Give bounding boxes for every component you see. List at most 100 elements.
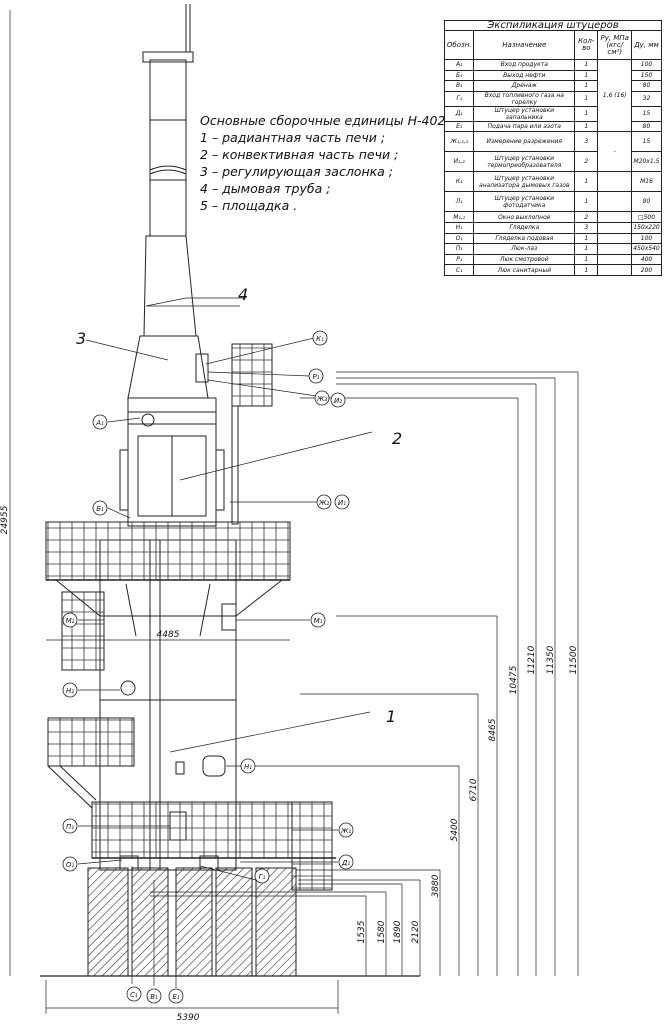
cell-name: Люк санитарный [473, 264, 576, 276]
leader-lines [78, 298, 372, 988]
cell-name: Подача пара или азота [473, 120, 576, 133]
dim-height: 11500 [569, 645, 579, 674]
main-platform [46, 522, 290, 670]
cell-name: Штуцер установки запальника [473, 105, 576, 122]
cell-qty: 1 [574, 69, 599, 82]
dim-height: 11350 [546, 645, 556, 674]
callout-c1: С₁ [130, 991, 138, 999]
dim-height: 6710 [469, 778, 479, 801]
cell-qty: 1 [574, 264, 599, 276]
legend-item: 1 – радиантная часть печи ; [200, 130, 386, 145]
cell-du: 15 [631, 131, 662, 153]
dim-total-height: 24955 [0, 505, 10, 534]
cell-pressure [597, 253, 632, 266]
dim-height: 3880 [431, 874, 441, 897]
dim-height: 8465 [488, 718, 498, 741]
cell-code: С₁ [443, 264, 475, 276]
cell-pressure [597, 243, 632, 255]
cell-du: 150 [631, 69, 662, 82]
cell-pressure [597, 171, 632, 193]
cell-du: 100 [631, 59, 662, 71]
callout-o1: О₁ [66, 861, 75, 869]
assembly-legend: Основные сборочные единицы Н-402 1 – рад… [200, 112, 445, 214]
cell-du: □500 [631, 211, 662, 223]
cell-du: М16 [631, 171, 662, 193]
callout-zh1: Ж₁ [340, 827, 352, 835]
cell-pressure [597, 211, 632, 223]
cell-qty: 1 [574, 90, 599, 107]
dim-height: 5400 [450, 818, 460, 841]
cell-du: М20х1,5 [631, 151, 662, 173]
part-label-3: 3 [76, 329, 86, 348]
header-code: Обозн. [443, 30, 475, 60]
cell-qty: 1 [574, 191, 599, 213]
callout-i1: И₁ [338, 499, 346, 507]
cell-name: Штуцер установки термопреобразователя [473, 151, 576, 173]
cell-pressure [597, 191, 632, 213]
header-du: Ду, мм [631, 30, 662, 60]
callout-m2: М₂ [66, 617, 75, 625]
callout-v1: В₁ [150, 993, 158, 1001]
cell-code: Л₁ [443, 191, 475, 213]
nozzle-callouts: К₁ Р₁ Ж₃ И₂ А₁ Б₁ Ж₂ И₁ М₂ М₁ Н₂ Н₁ П₁ Ж… [63, 331, 353, 1003]
part-label-2: 2 [392, 429, 402, 448]
cell-code: И₁,₂ [443, 151, 475, 173]
cell-code: Б₁ [443, 69, 475, 82]
dimension-texts: 24955 11500 11350 11210 10475 8465 6710 … [0, 505, 579, 1023]
dim-height: 10475 [509, 665, 519, 694]
legend-item: 3 – регулирующая заслонка ; [200, 164, 394, 179]
cell-code: В₁ [443, 80, 475, 92]
cell-qty: 2 [574, 211, 599, 223]
cell-code: Д₁ [443, 105, 475, 122]
cell-code: О₁ [443, 232, 475, 245]
cell-name: Гляделка подовая [473, 232, 576, 245]
header-qty: Кол-во [574, 30, 599, 60]
cell-name: Измерение разрежения [473, 131, 576, 153]
dim-height: 1580 [377, 920, 387, 943]
callout-b1: Б₁ [96, 505, 104, 513]
cell-name: Выход нефти [473, 69, 576, 82]
cell-name: Вход продукта [473, 59, 576, 71]
cell-name: Вход топливного газа на горелку [473, 90, 576, 107]
dim-height: 11210 [527, 645, 537, 674]
cell-du: 150х220 [631, 221, 662, 234]
callout-m1: М₁ [314, 617, 323, 625]
cell-name: Дренаж [473, 80, 576, 92]
callout-a1: А₁ [95, 419, 104, 427]
cell-name: Люк-лаз [473, 243, 576, 255]
cell-qty: 1 [574, 232, 599, 245]
callout-zh3: Ж₃ [316, 395, 328, 403]
chimney [127, 4, 209, 399]
cell-pressure [597, 264, 632, 276]
table-caption: Экспиликация штуцеров [444, 20, 662, 31]
cell-qty: 3 [574, 131, 599, 153]
callout-k1: К₁ [316, 335, 324, 343]
part-number-labels: 1 2 3 4 [76, 285, 402, 726]
callout-n1: Н₁ [244, 763, 252, 771]
cell-qty: 1 [574, 120, 599, 133]
cell-du: 15 [631, 105, 662, 122]
callout-e1: Е₁ [172, 993, 179, 1001]
dim-base-width: 5390 [177, 1013, 200, 1023]
cell-qty: 3 [574, 221, 599, 234]
cell-code: Г₁ [443, 90, 475, 107]
callout-zh2: Ж₂ [318, 499, 330, 507]
dim-height: 1890 [393, 920, 403, 943]
cell-qty: 1 [574, 171, 599, 193]
cell-name: Гляделка [473, 221, 576, 234]
cell-code: Н₁ [443, 221, 475, 234]
header-pressure: Ру, МПа (кгс/см²) [597, 30, 632, 60]
part-label-4: 4 [238, 285, 248, 304]
callout-d1: Д₁ [341, 859, 350, 867]
cell-du: 80 [631, 120, 662, 133]
